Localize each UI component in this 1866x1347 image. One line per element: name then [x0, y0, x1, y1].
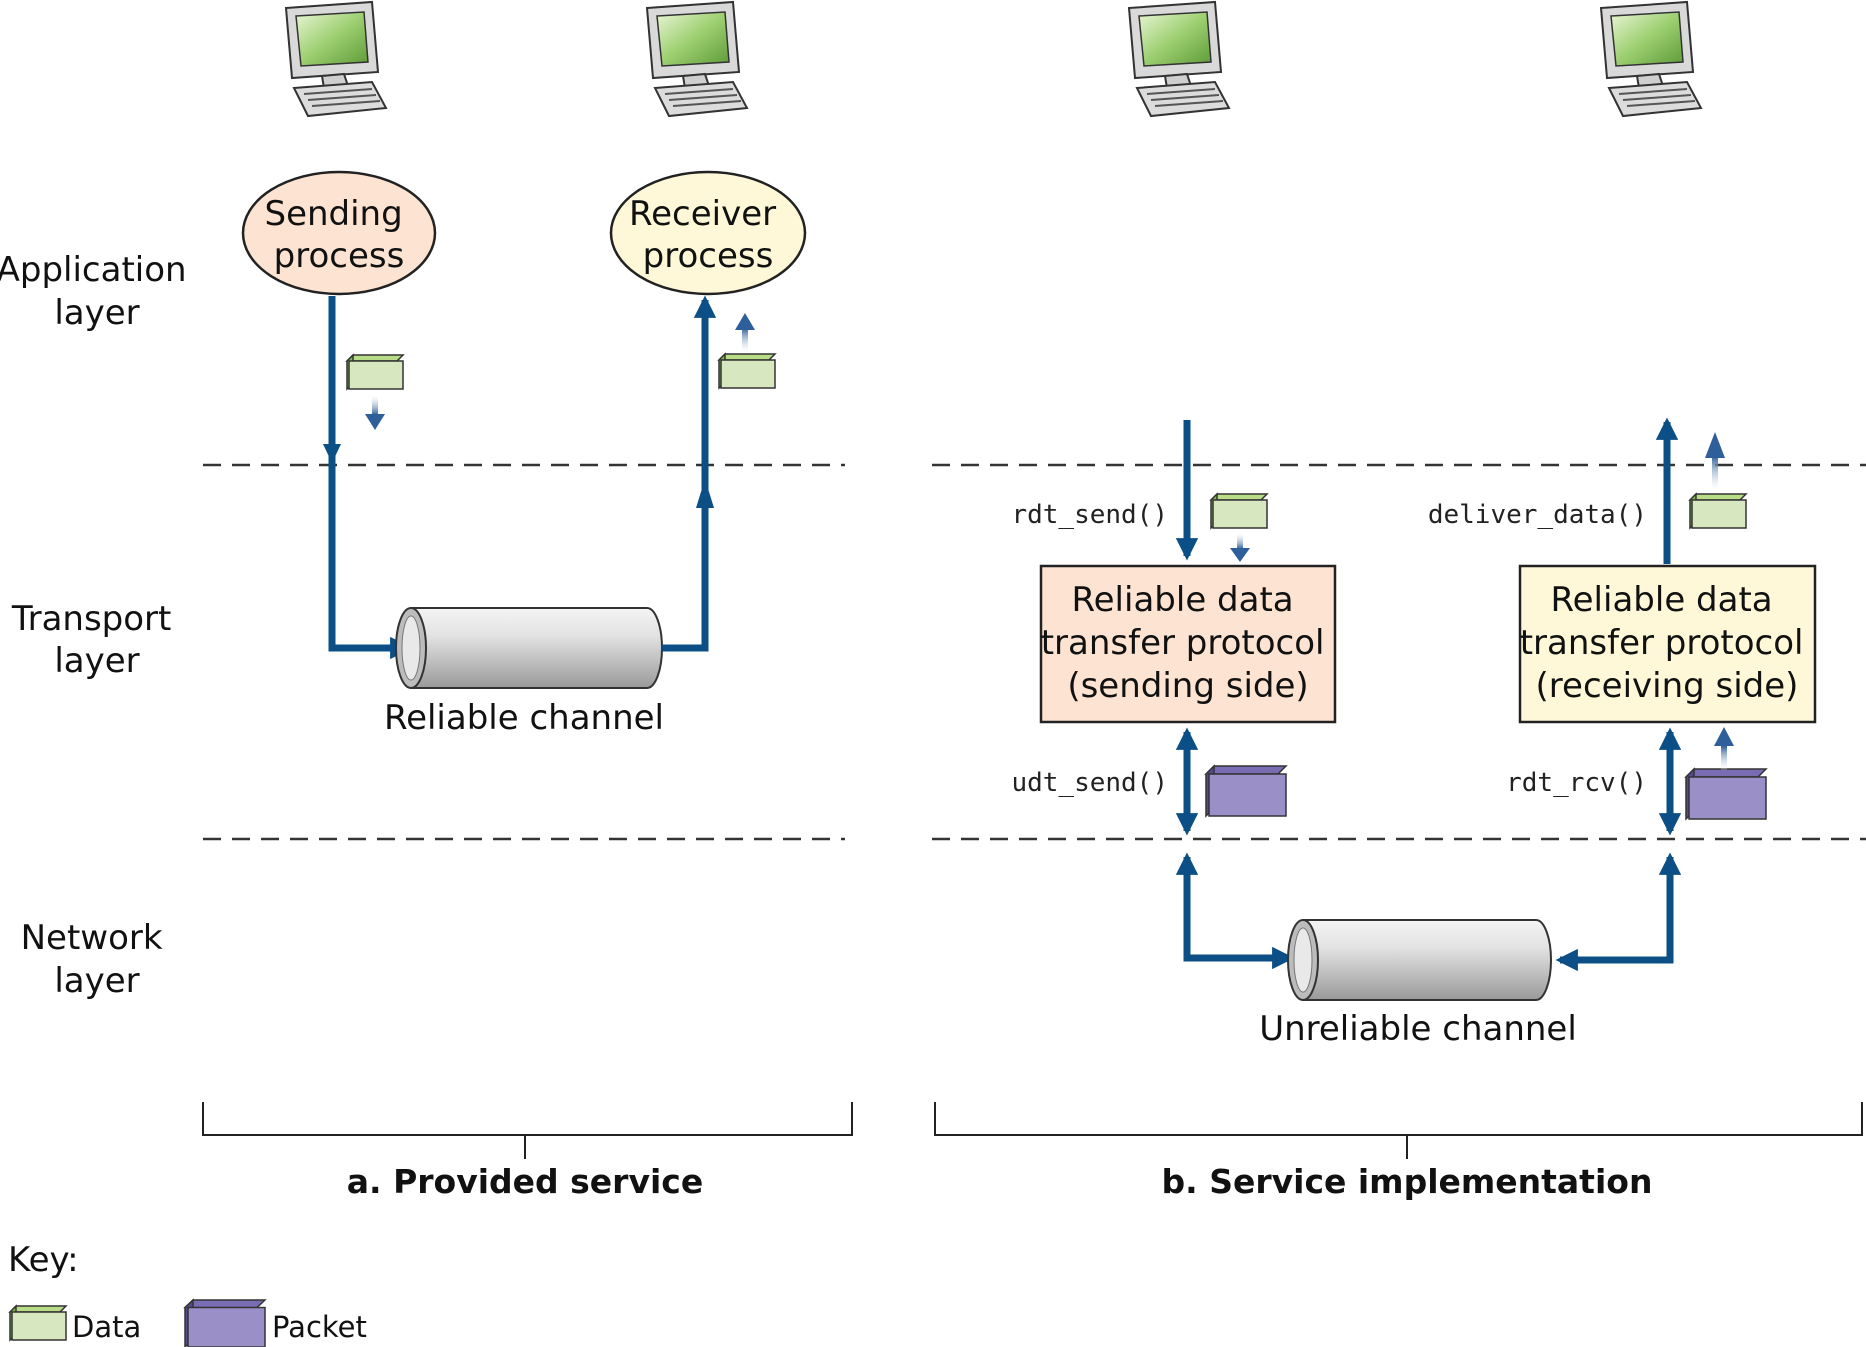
data-block-deliver-b — [1689, 493, 1747, 529]
data-block-rdt-send — [1210, 493, 1268, 529]
key-data-label: Data — [72, 1310, 141, 1344]
rdt-receiving-side-label: Reliable data transfer protocol (receivi… — [1520, 580, 1815, 706]
computer-icon-sender-a — [285, 1, 387, 117]
receiver-process-node — [609, 170, 807, 296]
rdt-send-call-label: rdt_send() — [1011, 500, 1168, 530]
sending-process-node — [241, 170, 437, 296]
computer-icon-receiver-b — [1600, 1, 1702, 117]
rdt-receiving-side-box — [1518, 564, 1817, 724]
sending-process-label: Sending process — [264, 194, 413, 276]
deliver-data-call-label: deliver_data() — [1428, 500, 1647, 530]
computer-icon-receiver-a — [646, 1, 748, 117]
bracket-panel-b — [934, 1102, 1863, 1159]
reliable-channel-label: Reliable channel — [384, 698, 664, 738]
network-sender-arrow — [1175, 852, 1295, 970]
data-up-arrow-b — [1705, 432, 1725, 490]
unreliable-channel-pipe — [1287, 919, 1552, 1001]
unreliable-channel-label: Unreliable channel — [1259, 1009, 1577, 1049]
key-packet-swatch — [184, 1299, 266, 1347]
application-layer-label: Application layer — [0, 250, 197, 333]
data-block-deliver-a — [718, 353, 776, 389]
panel-b-title: b. Service implementation — [1162, 1162, 1653, 1201]
receiver-process-label: Receiver process — [629, 194, 787, 276]
transport-layer-label: Transport layer — [11, 599, 182, 681]
udt-send-call-label: udt_send() — [1011, 768, 1168, 798]
packet-block-rdt-rcv — [1685, 768, 1767, 820]
packet-up-arrow-b — [1714, 727, 1734, 770]
data-block-send-a — [346, 354, 404, 390]
rdt-rcv-call-label: rdt_rcv() — [1506, 768, 1647, 798]
network-layer-label: Network layer — [21, 918, 174, 1001]
reliable-channel-pipe — [395, 607, 663, 689]
panel-a-title: a. Provided service — [347, 1162, 703, 1201]
provided-deliver-arrow — [662, 295, 717, 652]
computer-icon-sender-b — [1128, 1, 1230, 117]
provided-deliver-arrow-mid-head — [696, 479, 714, 508]
layer-separators — [203, 463, 1866, 841]
data-down-arrow-b — [1230, 533, 1250, 562]
key-data-swatch — [9, 1305, 67, 1341]
data-up-arrow-a — [735, 313, 755, 352]
rdt-sending-side-label: Reliable data transfer protocol (sending… — [1041, 580, 1336, 706]
key-packet-label: Packet — [272, 1310, 367, 1344]
network-receiver-arrow — [1555, 852, 1682, 972]
packet-block-udt-send — [1205, 765, 1287, 817]
key-title: Key: — [8, 1240, 79, 1280]
data-down-arrow-a — [365, 395, 385, 430]
provided-send-arrow-mid-head — [323, 444, 341, 463]
bracket-panel-a — [202, 1102, 853, 1159]
provided-send-arrow — [328, 296, 413, 660]
rdt-sending-side-box — [1039, 564, 1337, 724]
